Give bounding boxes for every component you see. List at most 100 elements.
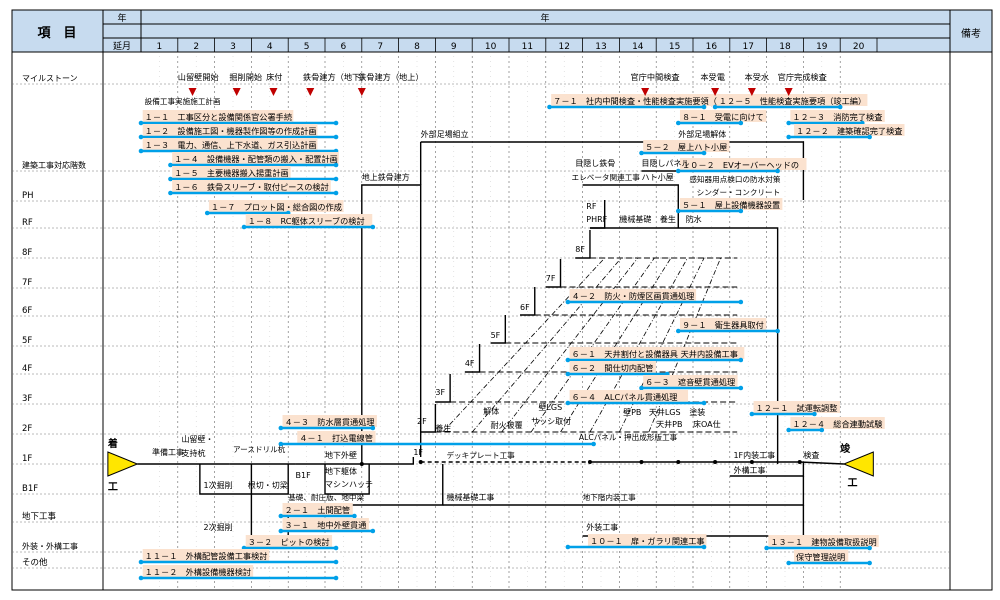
task-label: １２－４ 総合連動試験 (792, 419, 883, 429)
month-tick-label: 7 (377, 42, 383, 52)
task-label: ４－２ 防火・防煙区画貫通処理 (572, 291, 695, 301)
flow-inspection (799, 461, 844, 465)
task-bar-end (370, 425, 376, 431)
construction-note: 壁LGS (538, 402, 562, 412)
task-highlight (790, 110, 885, 122)
remarks-header-label: 備考 (961, 27, 981, 40)
month-tick-label: 3 (230, 42, 236, 52)
milestone-label: 鉄骨建方（地上） (358, 72, 424, 82)
task-highlight (753, 401, 840, 413)
row-label: B1F (22, 484, 38, 494)
task-bar-start (168, 190, 173, 196)
milestone-label: 本受電 (700, 72, 725, 82)
task-label: ６－３ 遮音壁貫通処理 (645, 377, 735, 387)
construction-note: 地下階内装工事 (583, 492, 637, 502)
construction-note: 5F (491, 331, 501, 340)
task-bar-start (565, 299, 571, 305)
task-bar-end (701, 400, 707, 406)
task-label: １１－２ 外構設備機器検討 (145, 567, 251, 577)
task-label: ６－４ ALCパネル貫通処理 (572, 392, 678, 402)
construction-note: 準備工事 (152, 447, 184, 457)
task-bar-end (333, 559, 339, 565)
month-tick-label: 10 (485, 42, 497, 52)
task-label: １２－３ 消防完了検査 (792, 112, 882, 122)
construction-note: 天井LGS (649, 407, 681, 417)
milestone-marker (232, 88, 241, 96)
row-label: 7F (22, 278, 32, 288)
task-label: ３－２ ピットの検討 (248, 537, 330, 547)
construction-note: 外部足場解体 (678, 129, 726, 139)
task-bar-start (278, 425, 284, 431)
construction-note: 外部足場組立 (421, 129, 469, 139)
task-bar-end (701, 150, 707, 156)
task-bar-end (591, 441, 596, 447)
construction-note: 2次掘削 (204, 522, 233, 532)
construction-note: 4F (465, 359, 475, 368)
milestone-marker (784, 88, 793, 96)
task-highlight (569, 347, 745, 359)
task-label: １２－５ 性能検査実施要項（竣工編） (719, 96, 866, 106)
task-label: １－１ 工事区分と設備関係官公署手続 (145, 112, 292, 122)
construction-note: 塗装 (689, 407, 705, 417)
month-tick-label: 16 (706, 42, 718, 52)
construction-note: 解体 (483, 406, 499, 416)
task-highlight (768, 535, 879, 547)
construction-note: 山留壁・ (181, 434, 213, 444)
task-bar-end (333, 575, 339, 581)
construction-note: 外装工事 (586, 522, 618, 532)
flow-excavation (199, 464, 253, 495)
task-bar-start (565, 371, 571, 377)
task-highlight (245, 535, 333, 547)
task-highlight (142, 124, 318, 136)
construction-note: 基礎、耐圧版、地中梁 (288, 492, 364, 502)
row-label: RF (22, 218, 33, 228)
row-label: 2F (22, 424, 32, 434)
construction-note: マシンハッチ (325, 480, 373, 489)
month-tick-label: 1 (157, 42, 163, 52)
task-bar-end (333, 545, 339, 551)
row-label: 地下工事 (22, 511, 57, 522)
construction-note: 床OA仕 (693, 419, 721, 429)
task-highlight (172, 166, 291, 178)
task-bar-start (786, 120, 791, 126)
month-tick-label: 17 (742, 42, 753, 52)
task-bar-end (333, 162, 339, 168)
task-label: １－２ 設備施工図・機器製作図等の作成計画 (145, 126, 317, 136)
task-bar-start (786, 427, 791, 433)
task-highlight (551, 94, 767, 106)
task-bars: １－１ 工事区分と設備関係官公署手続 １－２ 設備施工図・機器製作図等の作成計画 １… (138, 94, 905, 581)
item-header-label: 項 目 (37, 26, 76, 41)
task-bar-start (168, 176, 173, 182)
task-bar-end (775, 328, 780, 334)
month-tick-label: 9 (451, 42, 457, 52)
month-tick-label: 19 (816, 42, 828, 52)
task-highlight (679, 158, 807, 170)
task-highlight (569, 361, 656, 373)
construction-note: 地下躯体 (325, 466, 357, 476)
task-highlight (172, 152, 339, 164)
task-bar-end (738, 357, 744, 363)
month-tick-label: 12 (558, 42, 569, 52)
construction-notes: 設備工事実施施工計画外部足場組立外部足場解体地上鉄骨建方目隠し鉄骨目隠しパネルエ… (145, 96, 820, 532)
chart-frame (11, 9, 993, 591)
month-tick-label: 11 (522, 42, 533, 52)
task-bar-start (278, 513, 284, 519)
flow-node (359, 462, 364, 466)
task-highlight (679, 110, 767, 122)
task-highlight (282, 415, 377, 427)
task-label: ９－１ 衛生器具取付 (682, 320, 764, 330)
flow-node (749, 460, 754, 464)
task-bar-start (786, 560, 791, 566)
task-highlight (569, 289, 697, 301)
milestones: 山留壁開始掘削開始床付鉄骨建方（地下）鉄骨建方（地上）官庁中間検査本受電本受水官… (178, 72, 827, 96)
task-bar-end (701, 104, 707, 110)
task-highlight (142, 549, 270, 561)
task-highlight (297, 431, 376, 443)
milestone-marker (641, 88, 650, 96)
task-label: １－７ プロット図・総合図の作成 (211, 202, 342, 212)
task-bar-start (639, 150, 644, 156)
task-bar-start (138, 134, 144, 140)
construction-note: 検査 (803, 450, 819, 460)
